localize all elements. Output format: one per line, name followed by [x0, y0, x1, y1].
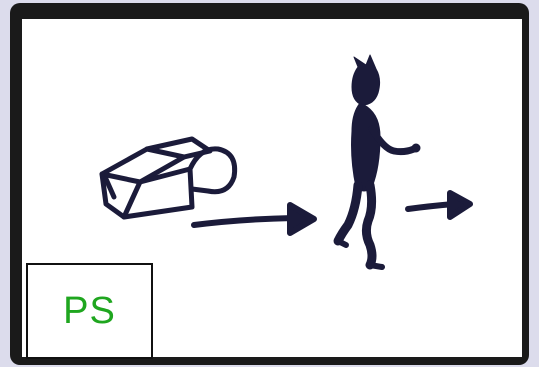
- card-label: PS: [63, 290, 116, 333]
- person-walking-icon: [338, 55, 420, 267]
- object-sketch-icon: [102, 139, 235, 217]
- card-label-box: PS: [26, 263, 153, 359]
- arrow-right-icon: [408, 193, 470, 217]
- arrow-right-icon: [194, 205, 314, 233]
